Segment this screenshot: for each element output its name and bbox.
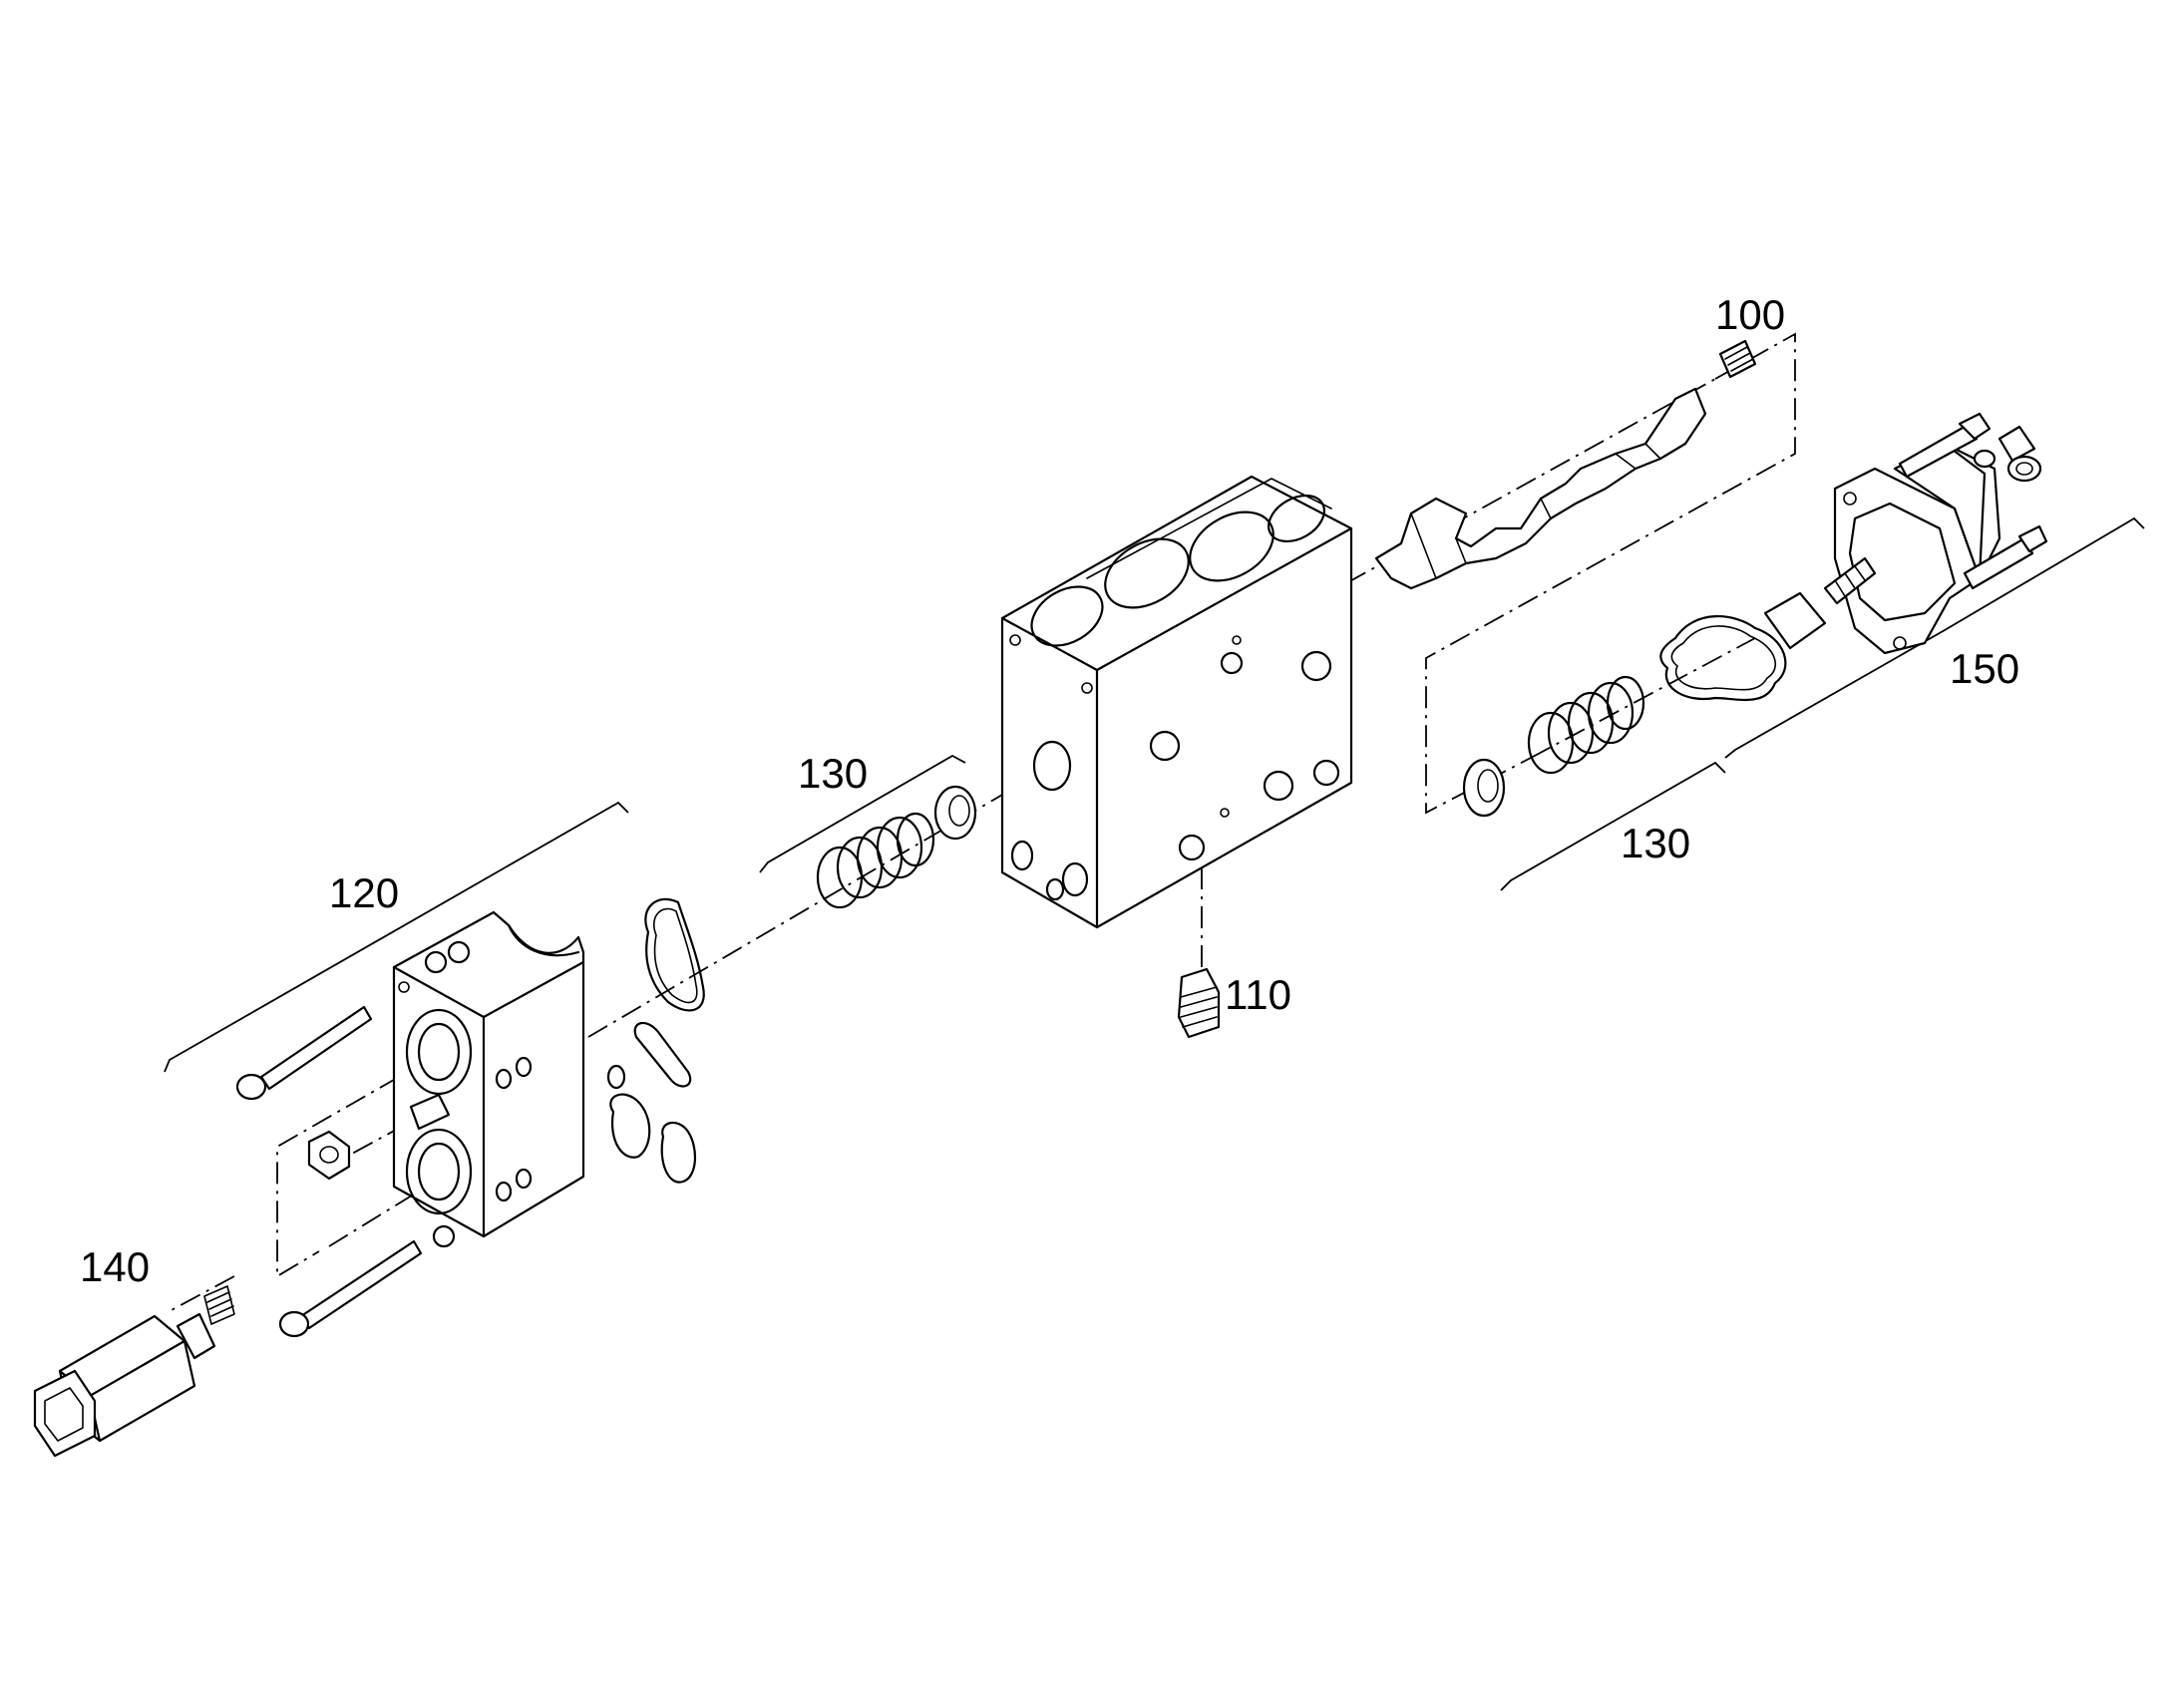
label-150: 150 [1950,645,2019,692]
part-150-cover [1763,412,2048,655]
label-140: 140 [80,1243,150,1290]
part-120-end-block [392,910,585,1248]
label-130-left: 130 [798,750,868,797]
label-120: 120 [329,869,399,916]
bracket-130-left [759,754,966,873]
part-100-plug [1718,339,1757,379]
label-100: 100 [1715,291,1785,338]
bracket-130-right [1500,761,1726,891]
part-140-solenoid [33,1285,235,1458]
group-brackets [164,516,2145,1073]
bracket-120 [164,801,629,1073]
spring-seat-right [1462,758,1506,818]
valve-spool [1374,387,1707,590]
gasket-right [1659,614,1787,702]
long-bolts-left [235,1005,423,1338]
seals-left [606,897,705,1184]
part-110-plug [1177,967,1221,1039]
bracket-150 [1724,516,2145,759]
spring-seat-left [933,785,977,841]
part-labels: 100 110 120 130 130 140 150 [80,291,2019,1290]
nut-and-insert [307,1093,451,1181]
label-130-right: 130 [1621,820,1690,866]
valve-body [1000,475,1353,929]
spring-left [816,812,935,909]
spring-right [1527,675,1645,775]
label-110: 110 [1225,971,1291,1018]
